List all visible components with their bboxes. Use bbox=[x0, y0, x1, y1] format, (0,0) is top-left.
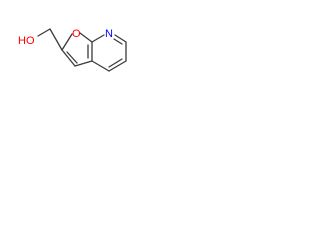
bond-n7-c6-inner bbox=[113, 38, 123, 45]
pyridine-nitrogen-label: N bbox=[105, 28, 113, 40]
bond-c5-c4 bbox=[108, 60, 127, 72]
bond-c4-c3a bbox=[91, 60, 110, 72]
bond-n7-c6 bbox=[114, 34, 127, 43]
bond-c5-c4-inner bbox=[108, 58, 123, 68]
bond-c2-c3 bbox=[61, 49, 76, 67]
molecule-drawing: HO O N bbox=[18, 28, 127, 72]
bond-o1-c7a bbox=[79, 32, 93, 43]
hydroxyl-label: HO bbox=[18, 35, 35, 47]
bond-c7a-n7 bbox=[91, 34, 105, 43]
bond-o-ch2 bbox=[37, 28, 51, 37]
bond-c2-o1 bbox=[61, 33, 73, 51]
furan-oxygen-label: O bbox=[72, 28, 81, 40]
bond-c3-c3a bbox=[74, 60, 93, 67]
structure-canvas: HO O N bbox=[0, 0, 152, 93]
bond-c2-c3-inner bbox=[66, 51, 78, 64]
bond-ch2-c2 bbox=[49, 28, 63, 51]
